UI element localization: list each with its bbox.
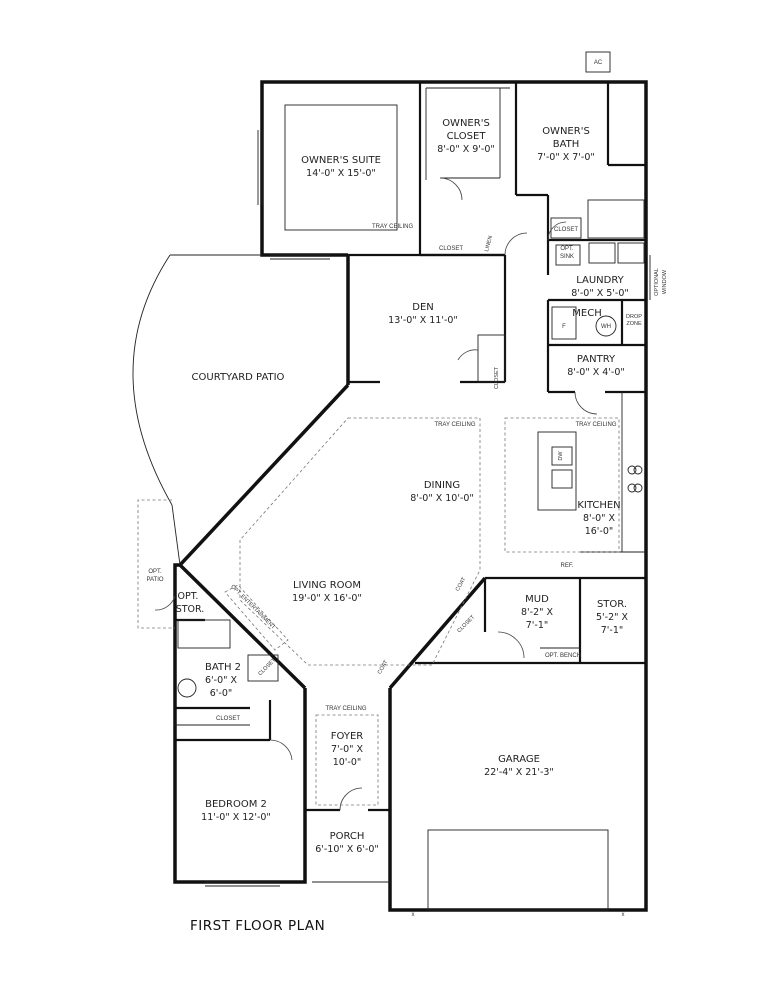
closet-den-note: CLOSET xyxy=(494,366,500,389)
foyer-size-1: 7'-0" X xyxy=(331,744,364,755)
drop-zone-note-1: DROP xyxy=(626,314,642,320)
closet-bath2-note: CLOSET xyxy=(257,657,277,677)
closet-mud-note: CLOSET xyxy=(456,614,476,634)
bath2-size-2: 6'-0" xyxy=(210,688,233,699)
dishwasher-label: DW xyxy=(558,451,564,461)
owners-closet-size: 8'-0" X 9'-0" xyxy=(437,144,495,155)
pantry-size: 8'-0" X 4'-0" xyxy=(567,367,625,378)
laundry-label: LAUNDRY xyxy=(576,275,624,286)
mech-label: MECH xyxy=(572,308,601,319)
opt-sink-note-2: SINK xyxy=(560,254,574,260)
garage-size: 22'-4" X 21'-3" xyxy=(484,767,554,778)
mud-size-1: 8'-2" X xyxy=(521,607,554,618)
closet-bed2-note: CLOSET xyxy=(216,716,240,722)
closet-suite-note: CLOSET xyxy=(439,246,463,252)
porch-size: 6'-10" X 6'-0" xyxy=(315,844,379,855)
tray-ceiling-foyer-note: TRAY CEILING xyxy=(325,706,366,712)
stor-size-2: 7'-1" xyxy=(601,625,624,636)
owners-bath-label-2: BATH xyxy=(553,139,580,150)
den-label: DEN xyxy=(412,302,434,313)
living-room-size: 19'-0" X 16'-0" xyxy=(292,593,362,604)
owners-suite-label: OWNER'S SUITE xyxy=(301,155,381,166)
coat-closet-note: COAT xyxy=(455,576,468,592)
kitchen-size-2: 16'-0" xyxy=(585,526,614,537)
bedroom2-size: 11'-0" X 12'-0" xyxy=(201,812,271,823)
interior-walls: x x xyxy=(175,51,651,918)
opt-bench-note: OPT. BENCH xyxy=(545,653,581,659)
opt-patio-label-1: OPT. xyxy=(148,569,162,575)
owners-suite-size: 14'-0" X 15'-0" xyxy=(306,168,376,179)
mud-size-2: 7'-1" xyxy=(526,620,549,631)
bedroom2-label: BEDROOM 2 xyxy=(205,799,267,810)
closet-bath-note: CLOSET xyxy=(554,227,578,233)
linen-note: LINEN xyxy=(484,235,494,252)
pantry-label: PANTRY xyxy=(577,354,616,365)
tray-ceiling-kitchen-note: TRAY CEILING xyxy=(575,422,616,428)
tray-ceiling-outlines xyxy=(224,104,620,806)
ac-unit-label: AC xyxy=(594,60,603,66)
bath2-size-1: 6'-0" X xyxy=(205,675,238,686)
porch-label: PORCH xyxy=(330,831,365,842)
foyer-label: FOYER xyxy=(331,731,364,742)
foyer-size-2: 10'-0" xyxy=(333,757,362,768)
furnace-label: F xyxy=(562,324,566,330)
living-room-label: LIVING ROOM xyxy=(293,580,361,591)
drop-zone-note-2: ZONE xyxy=(626,321,642,327)
coat-closet-note-2: COAT xyxy=(377,659,390,675)
water-heater-label: WH xyxy=(601,324,611,330)
courtyard-patio-outline xyxy=(132,254,262,629)
owners-closet-label-1: OWNER'S xyxy=(442,118,490,129)
dining-size: 8'-0" X 10'-0" xyxy=(410,493,474,504)
tray-ceiling-suite-note: TRAY CEILING xyxy=(372,224,413,230)
stor-size-1: 5'-2" X xyxy=(596,612,629,623)
svg-text:x: x xyxy=(412,912,415,918)
door-swings xyxy=(154,177,598,811)
opt-stor-label-2: STOR. xyxy=(176,604,205,615)
optional-window-note-1: OPTIONAL xyxy=(654,268,660,296)
refrigerator-label: REF. xyxy=(560,563,573,569)
kitchen-label: KITCHEN xyxy=(577,500,620,511)
garage-label: GARAGE xyxy=(498,754,540,765)
dining-label: DINING xyxy=(424,480,460,491)
opt-sink-note-1: OPT. xyxy=(560,246,574,252)
opt-stor-label-1: OPT. xyxy=(178,591,199,602)
owners-bath-size: 7'-0" X 7'-0" xyxy=(537,152,595,163)
bath2-label: BATH 2 xyxy=(205,662,241,673)
owners-bath-label-1: OWNER'S xyxy=(542,126,590,137)
courtyard-patio-label: COURTYARD PATIO xyxy=(192,372,285,383)
stor-label: STOR. xyxy=(597,599,627,610)
tray-ceiling-dining-note: TRAY CEILING xyxy=(434,422,475,428)
opt-patio-label-2: PATIO xyxy=(146,577,163,583)
laundry-size: 8'-0" X 5'-0" xyxy=(571,288,629,299)
kitchen-size-1: 8'-0" X xyxy=(583,513,616,524)
owners-closet-label-2: CLOSET xyxy=(447,131,487,142)
optional-window-note-2: WINDOW xyxy=(662,269,668,294)
plan-title: FIRST FLOOR PLAN xyxy=(190,918,325,934)
den-size: 13'-0" X 11'-0" xyxy=(388,315,458,326)
mud-label: MUD xyxy=(525,594,549,605)
svg-text:x: x xyxy=(622,912,625,918)
